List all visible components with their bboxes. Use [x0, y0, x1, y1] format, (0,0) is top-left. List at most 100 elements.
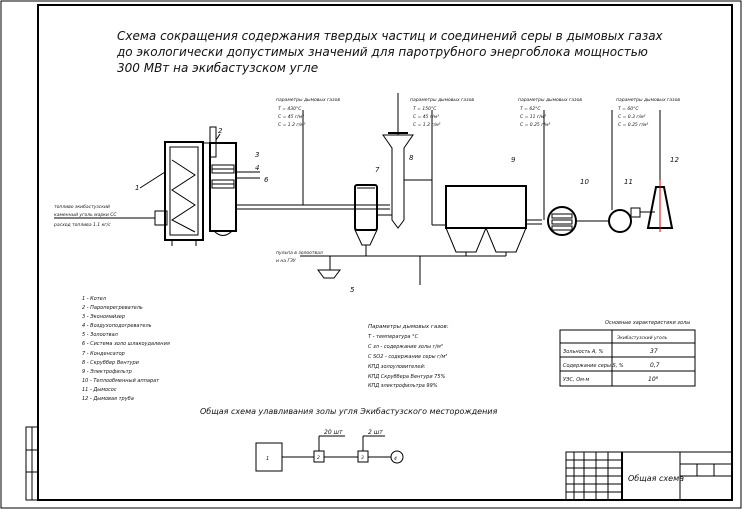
callout-6: 6 [264, 176, 269, 184]
svg-text:топливо экибастузский: топливо экибастузский [54, 204, 110, 210]
coal-properties-table: Основные характеристики золы Экибастузск… [559, 320, 696, 387]
convective-shaft [209, 142, 260, 236]
svg-text:и на ГЗУ: и на ГЗУ [276, 258, 296, 264]
svg-text:9 - Электрофильтр: 9 - Электрофильтр [82, 369, 132, 375]
callout-8: 8 [409, 154, 414, 162]
svg-text:10⁸: 10⁸ [648, 376, 659, 383]
ash-removal-line [300, 255, 506, 285]
svg-text:КПД электрофильтра 99%: КПД электрофильтра 99% [368, 383, 438, 389]
svg-text:С SO2 - содержание серы г/м³: С SO2 - содержание серы г/м³ [368, 354, 447, 360]
gas-parameters: Параметры дымовых газов: T - температура… [368, 324, 449, 389]
svg-text:T = 150°С: T = 150°С [413, 106, 437, 112]
svg-text:Экибастузский уголь: Экибастузский уголь [616, 335, 668, 341]
svg-text:1: 1 [266, 456, 269, 462]
svg-text:3: 3 [361, 455, 364, 461]
gas-duct-2 [404, 110, 446, 226]
gas-duct-1 [236, 110, 390, 210]
boiler [154, 141, 204, 246]
svg-text:пульпа в золоотвал: пульпа в золоотвал [276, 251, 323, 256]
callout-5: 5 [350, 286, 355, 294]
svg-text:С = 0.25 г/м³: С = 0.25 г/м³ [520, 122, 550, 128]
ash-pond [317, 269, 341, 279]
svg-text:параметры дымовых газов: параметры дымовых газов [410, 98, 474, 103]
svg-text:С = 45 г/м³: С = 45 г/м³ [278, 114, 304, 120]
svg-text:11 - Дымосос: 11 - Дымосос [82, 387, 117, 393]
sludge-note: пульпа в золоотвал и на ГЗУ [276, 251, 323, 264]
svg-text:параметры дымовых газов: параметры дымовых газов [518, 98, 582, 103]
scheme-fan [390, 450, 404, 464]
svg-text:12 - Дымовая труба: 12 - Дымовая труба [82, 396, 134, 402]
svg-text:0,7: 0,7 [650, 362, 660, 369]
main-title: Схема сокращения содержания твердых част… [116, 29, 664, 75]
svg-text:Содержание серы S, %: Содержание серы S, % [563, 363, 624, 369]
exhaust-fan [608, 110, 655, 233]
ash-capture-scheme: Общая схема улавливания золы угля Экибас… [200, 407, 498, 472]
svg-text:С = 0.25 г/м³: С = 0.25 г/м³ [618, 122, 648, 128]
droplet-separator [354, 184, 392, 256]
stream-params-3: параметры дымовых газов T = 62°С С = 11 … [518, 98, 582, 128]
svg-text:С = 1.2 г/м³: С = 1.2 г/м³ [278, 122, 306, 128]
svg-text:3 - Экономайзер: 3 - Экономайзер [82, 314, 125, 320]
svg-text:4: 4 [394, 456, 397, 462]
callout-9: 9 [511, 156, 516, 164]
svg-text:С зл - содержание золы г/м³: С зл - содержание золы г/м³ [368, 344, 443, 350]
venturi-scrubber [382, 93, 414, 229]
title-line-1: Схема сокращения содержания твердых част… [117, 29, 664, 43]
svg-text:6 - Система золо шлакоудаления: 6 - Система золо шлакоудаления [82, 341, 170, 347]
svg-text:С = 1.2 г/м³: С = 1.2 г/м³ [413, 122, 441, 128]
svg-text:20 шт: 20 шт [324, 429, 343, 436]
callouts: 1 2 3 4 6 5 7 8 9 10 11 12 [135, 127, 679, 294]
svg-text:10 - Теплообменный аппарат: 10 - Теплообменный аппарат [82, 378, 160, 384]
svg-text:Общая схема улавливания золы у: Общая схема улавливания золы угля Экибас… [200, 407, 498, 416]
callout-2: 2 [218, 127, 223, 135]
svg-text:T = 62°С: T = 62°С [520, 106, 541, 112]
svg-text:УЭС, Ом·м: УЭС, Ом·м [563, 377, 590, 383]
svg-text:Параметры дымовых газов:: Параметры дымовых газов: [368, 324, 449, 330]
equipment-legend: 1 - Котел 2 - Пароперегреватель 3 - Экон… [82, 296, 170, 402]
stream-params-4: параметры дымовых газов T = 60°С С = 0.3… [616, 98, 680, 128]
svg-text:С = 45 г/м³: С = 45 г/м³ [413, 114, 439, 120]
callout-10: 10 [580, 178, 589, 186]
left-margin-strip [25, 426, 39, 501]
svg-text:37: 37 [650, 348, 658, 355]
svg-text:2 шт: 2 шт [368, 429, 383, 436]
svg-text:параметры дымовых газов: параметры дымовых газов [616, 98, 680, 103]
svg-text:КПД Скруббера Вентури 75%: КПД Скруббера Вентури 75% [368, 374, 446, 380]
svg-text:8 - Скруббер Вентури: 8 - Скруббер Вентури [82, 360, 140, 366]
title-block: Общая схема [565, 451, 733, 501]
electrostatic-precipitator [445, 185, 527, 256]
stream-params-1: параметры дымовых газов T = 430°С С = 45… [276, 98, 340, 128]
stamp-title: Общая схема [628, 474, 684, 483]
svg-text:5 - Золоотвал: 5 - Золоотвал [82, 332, 119, 338]
callout-3: 3 [255, 151, 259, 159]
svg-text:Основные характеристики золы: Основные характеристики золы [605, 320, 690, 326]
callout-1: 1 [135, 184, 139, 192]
svg-text:расход топлива 1.1 кг/с: расход топлива 1.1 кг/с [53, 222, 111, 228]
heat-exchanger [547, 206, 608, 236]
svg-text:T - температура °С: T - температура °С [368, 334, 419, 340]
callout-12: 12 [670, 156, 679, 164]
chimney [646, 110, 674, 232]
title-line-2: до экологически допустимых значений для … [116, 45, 648, 59]
callout-11: 11 [624, 178, 633, 186]
title-line-3: 300 МВт на экибастузском угле [117, 61, 318, 75]
svg-text:7 - Конденсатор: 7 - Конденсатор [82, 351, 125, 357]
svg-text:2 - Пароперегреватель: 2 - Пароперегреватель [82, 305, 143, 311]
svg-text:T = 60°С: T = 60°С [618, 106, 639, 112]
callout-4: 4 [255, 164, 259, 172]
gas-duct-3 [526, 110, 545, 225]
svg-text:каменный уголь марки СС: каменный уголь марки СС [54, 212, 117, 218]
drawing-frame [37, 4, 733, 501]
svg-text:1 - Котел: 1 - Котел [82, 296, 107, 302]
svg-text:4 - Воздухоподогреватель: 4 - Воздухоподогреватель [82, 323, 152, 329]
callout-7: 7 [375, 166, 380, 174]
svg-text:Зольность А, %: Зольность А, % [563, 349, 604, 355]
stream-params-2: параметры дымовых газов T = 150°С С = 45… [410, 98, 474, 128]
svg-text:параметры дымовых газов: параметры дымовых газов [276, 98, 340, 103]
svg-text:T = 430°С: T = 430°С [278, 106, 302, 112]
svg-text:КПД золоуловителей:: КПД золоуловителей: [368, 364, 426, 370]
svg-text:С = 11 г/м³: С = 11 г/м³ [520, 114, 546, 120]
fuel-inlet-note: топливо экибастузский каменный уголь мар… [53, 204, 155, 228]
